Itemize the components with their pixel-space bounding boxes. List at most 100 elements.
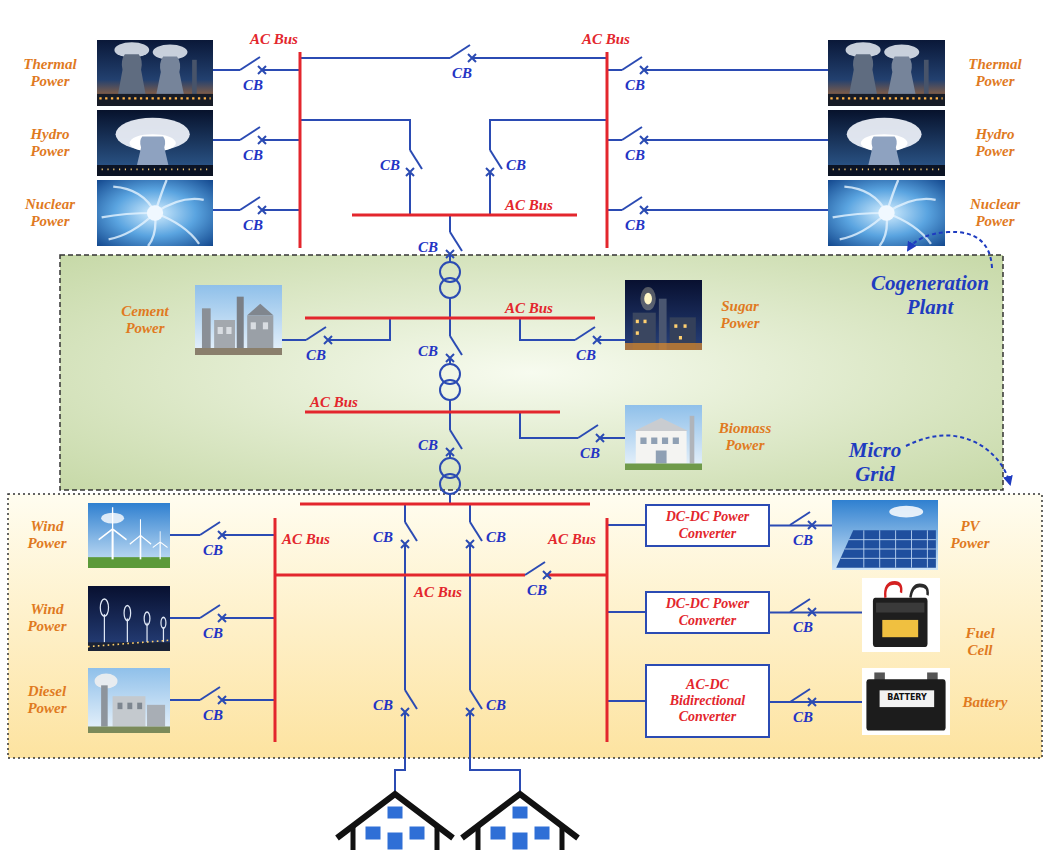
power-source: Thermal Power	[828, 40, 1040, 106]
node-label: AC-DC Bidirectional Converter	[651, 677, 764, 725]
node-label: Nuclear Power	[25, 196, 75, 231]
cogeneration-region	[60, 255, 1003, 490]
node-label: Hydro Power	[30, 126, 69, 161]
power-source: Nuclear Power	[828, 180, 1040, 246]
power-source: Sugar Power	[625, 280, 775, 350]
battery-mark: BATTERY	[887, 693, 927, 703]
source-pictures	[88, 40, 950, 735]
node-label: Nuclear Power	[970, 196, 1020, 231]
bus-bars	[275, 52, 607, 742]
wires	[170, 58, 828, 792]
region: Micro GridWind PowerWind PowerDiesel Pow…	[8, 494, 1042, 758]
sugar-picture	[625, 280, 702, 350]
bus-label: AC Bus	[250, 30, 298, 48]
bus-label: AC Bus	[505, 196, 553, 214]
breaker-label: CB	[306, 346, 326, 364]
breaker-label: CB	[793, 708, 813, 726]
breaker-label: CB	[243, 216, 263, 234]
node-label: Hydro Power	[975, 126, 1014, 161]
pv-picture	[832, 500, 938, 570]
bus-label: AC Bus	[505, 299, 553, 317]
breaker-label: CB	[243, 76, 263, 94]
breaker-label: CB	[576, 346, 596, 364]
bus-label: AC Bus	[310, 393, 358, 411]
node-label: PV Power	[950, 518, 989, 553]
bus-label: AC Bus	[414, 583, 462, 601]
hydro-picture	[828, 110, 945, 176]
diesel-picture	[88, 668, 170, 733]
power-source: Wind Power	[14, 503, 170, 568]
power-source: Cement Power	[103, 285, 282, 355]
wind-picture	[88, 586, 170, 651]
power-source: Diesel Power	[14, 668, 170, 733]
power-source: Wind Power	[14, 586, 170, 651]
converter-box: DC-DC Power Converter	[645, 504, 770, 547]
thermal-picture	[97, 40, 213, 106]
node-label: Wind Power	[27, 518, 66, 553]
thermal-picture	[828, 40, 945, 106]
breaker-label: CB	[486, 696, 506, 714]
breaker-label: CB	[580, 444, 600, 462]
bus-label: AC Bus	[548, 530, 596, 548]
node-label: Wind Power	[27, 601, 66, 636]
breaker-label: CB	[527, 581, 547, 599]
bus-label: AC Bus	[582, 30, 630, 48]
breaker-label: CB	[243, 146, 263, 164]
breaker-label: CB	[793, 618, 813, 636]
power-source: Fuel Cell	[862, 576, 1012, 664]
breaker-label: CB	[418, 238, 438, 256]
wind-picture	[88, 503, 170, 568]
node-label: Thermal Power	[968, 56, 1021, 91]
converter-box: DC-DC Power Converter	[645, 591, 770, 634]
breaker-label: CB	[203, 706, 223, 724]
region-heading: Micro Grid	[849, 438, 902, 486]
nuclear-picture	[97, 180, 213, 246]
breaker-label: CB	[203, 541, 223, 559]
circuit-breakers	[200, 45, 816, 716]
pointer-arrows	[906, 232, 1010, 484]
microgrid-region	[8, 494, 1042, 758]
power-source: PV Power	[832, 498, 1007, 572]
houses	[337, 794, 578, 850]
power-source: Thermal Power	[8, 40, 213, 106]
connector	[770, 701, 862, 703]
breaker-label: CB	[486, 528, 506, 546]
hydro-picture	[97, 110, 213, 176]
converter-box: AC-DC Bidirectional Converter	[645, 664, 770, 738]
battery-picture	[862, 668, 950, 735]
breaker-label: CB	[625, 216, 645, 234]
breaker-label: CB	[625, 76, 645, 94]
connector	[770, 612, 862, 614]
power-source: Battery	[862, 666, 1017, 738]
transformers	[440, 262, 460, 494]
power-source: Hydro Power	[8, 110, 213, 176]
breaker-label: CB	[203, 624, 223, 642]
power-source: Nuclear Power	[8, 180, 213, 246]
breaker-label: CB	[380, 156, 400, 174]
biomass-picture	[625, 405, 702, 470]
connector	[770, 525, 832, 527]
region-heading: Cogeneration Plant	[871, 271, 989, 319]
breaker-label: CB	[452, 64, 472, 82]
node-label: DC-DC Power Converter	[651, 596, 764, 628]
node-label: DC-DC Power Converter	[651, 509, 764, 541]
breaker-label: CB	[373, 528, 393, 546]
breaker-label: CB	[506, 156, 526, 174]
breaker-label: CB	[418, 436, 438, 454]
node-label: Cement Power	[121, 303, 169, 338]
node-label: Fuel Cell	[965, 625, 994, 660]
node-label: Thermal Power	[23, 56, 76, 91]
node-label: Battery	[963, 694, 1008, 711]
breaker-label: CB	[373, 696, 393, 714]
breaker-label: CB	[625, 146, 645, 164]
breaker-label: CB	[793, 531, 813, 549]
node-label: Diesel Power	[27, 683, 66, 718]
breaker-label: CB	[418, 342, 438, 360]
fuel-cell-picture	[862, 578, 940, 652]
cement-picture	[195, 285, 282, 355]
node-label: Biomass Power	[719, 420, 772, 455]
